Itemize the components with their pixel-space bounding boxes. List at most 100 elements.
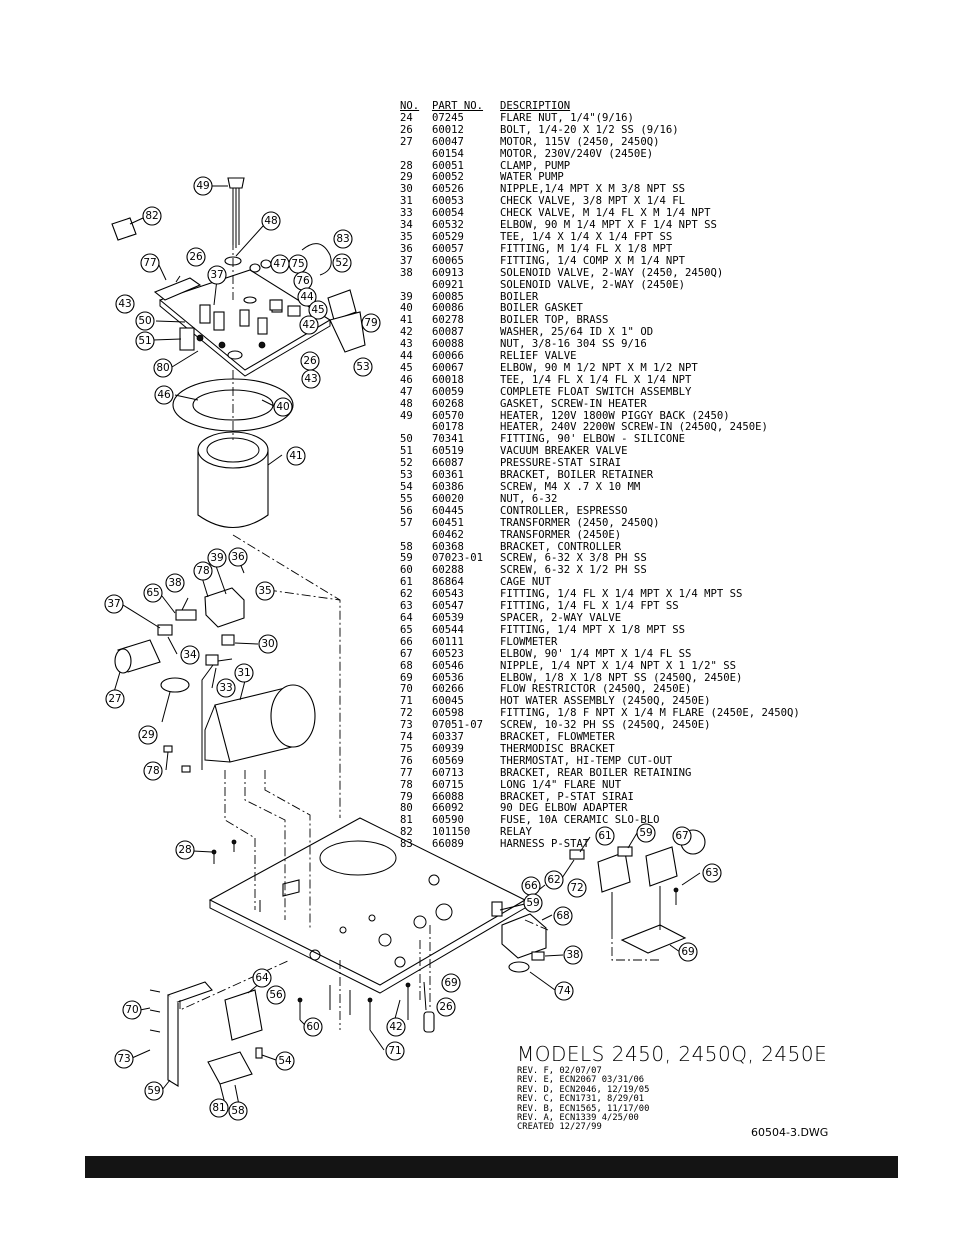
callout-number: 49	[196, 180, 209, 192]
part-description: FLOWMETER	[500, 635, 558, 648]
part-item-no: 64	[400, 611, 413, 624]
callout-number: 69	[681, 946, 694, 958]
part-description: VACUUM BREAKER VALVE	[500, 445, 628, 458]
callout-balloon: 56	[266, 985, 286, 1005]
part-number: 60086	[432, 302, 464, 315]
callout-number: 27	[108, 693, 121, 705]
part-item-no: 29	[400, 171, 413, 184]
callout-number: 44	[300, 291, 314, 303]
callout-circle	[138, 725, 158, 745]
header-no: NO.	[400, 100, 420, 112]
part-number: 60598	[432, 707, 464, 720]
callout-number: 51	[138, 335, 151, 347]
part-item-no: 49	[400, 409, 413, 422]
drawing-number: 60504-3.DWG	[751, 1126, 829, 1139]
callout-circle	[175, 840, 195, 860]
part-number: 60045	[432, 695, 464, 708]
part-number: 60939	[432, 742, 464, 755]
part-number: 60539	[432, 611, 464, 624]
part-description: BOILER GASKET	[500, 302, 583, 315]
callout-number: 48	[264, 215, 277, 227]
part-description: HEATER, 240V 2200W SCREW-IN (2450Q, 2450…	[500, 421, 768, 434]
part-description: BOILER TOP, BRASS	[500, 314, 609, 327]
callout-circle	[144, 1081, 164, 1101]
part-number: 60154	[432, 147, 464, 160]
controller-group	[167, 981, 435, 1087]
callout-number: 78	[196, 565, 209, 577]
callout-circle	[186, 247, 206, 267]
part-item-no: 39	[400, 290, 413, 303]
part-number: 60361	[432, 469, 464, 482]
callout-balloon: 81	[209, 1098, 229, 1118]
callout-circle	[386, 1017, 406, 1037]
callout-balloon: 54	[275, 1051, 295, 1071]
callout-number: 78	[146, 765, 159, 777]
part-description: THERMOSTAT, HI-TEMP CUT-OUT	[500, 754, 673, 767]
part-item-no: 43	[400, 338, 413, 351]
callout-balloon: 82	[142, 206, 162, 226]
callout-balloon: 69	[678, 942, 698, 962]
callout-balloon: 29	[138, 725, 158, 745]
callout-circle	[140, 253, 160, 273]
part-description: TEE, 1/4 X 1/4 X 1/4 FPT SS	[500, 230, 673, 243]
part-description: HEATER, 120V 1800W PIGGY BACK (2450)	[500, 409, 730, 422]
part-number: 86864	[432, 576, 464, 589]
callout-balloon: 58	[228, 1101, 248, 1121]
callout-circle	[303, 1017, 323, 1037]
parts-table-header: NO. PART NO. DESCRIPTION	[400, 100, 820, 113]
part-item-no: 72	[400, 707, 413, 720]
callout-circle	[216, 678, 236, 698]
callout-circle	[544, 870, 564, 890]
callout-balloon: 26	[186, 247, 206, 267]
part-item-no: 66	[400, 635, 413, 648]
callout-number: 47	[273, 258, 286, 270]
callout-number: 65	[146, 587, 159, 599]
callout-circle	[115, 294, 135, 314]
part-description: CHECK VALVE, 3/8 MPT X 1/4 FL	[500, 195, 685, 208]
part-number: 60921	[432, 278, 464, 291]
part-number: 60012	[432, 123, 464, 136]
header-part-no: PART NO.	[432, 100, 484, 112]
part-number: 60111	[432, 635, 464, 648]
part-description: NUT, 3/8-16 304 SS 9/16	[500, 338, 647, 351]
revision-line: REV. B, ECN1565, 11/17/00	[517, 1103, 650, 1114]
part-description: FLOW RESTRICTOR (2450Q, 2450E)	[500, 683, 692, 696]
revision-line: REV. C, ECN1731, 8/29/01	[517, 1094, 645, 1105]
callout-number: 58	[231, 1105, 244, 1117]
callout-circle	[672, 826, 692, 846]
callout-balloon: 44	[297, 287, 317, 307]
callout-circle	[104, 594, 124, 614]
part-number: 60067	[432, 361, 464, 374]
callout-circle	[114, 1049, 134, 1069]
callout-circle	[353, 357, 373, 377]
callout-circle	[299, 315, 319, 335]
part-description: ELBOW, 90 M 1/4 MPT X F 1/4 NPT SS	[500, 219, 717, 232]
callout-number: 50	[138, 315, 151, 327]
part-number: 60536	[432, 671, 464, 684]
callout-circle	[523, 893, 543, 913]
part-number: 60059	[432, 385, 464, 398]
callout-circle	[678, 942, 698, 962]
part-description: SOLENOID VALVE, 2-WAY (2450E)	[500, 278, 685, 291]
part-number: 60569	[432, 754, 464, 767]
part-number: 66087	[432, 457, 464, 470]
part-item-no: 31	[400, 195, 413, 208]
revision-line: CREATED 12/27/99	[517, 1122, 602, 1133]
callout-balloon: 83	[333, 229, 353, 249]
